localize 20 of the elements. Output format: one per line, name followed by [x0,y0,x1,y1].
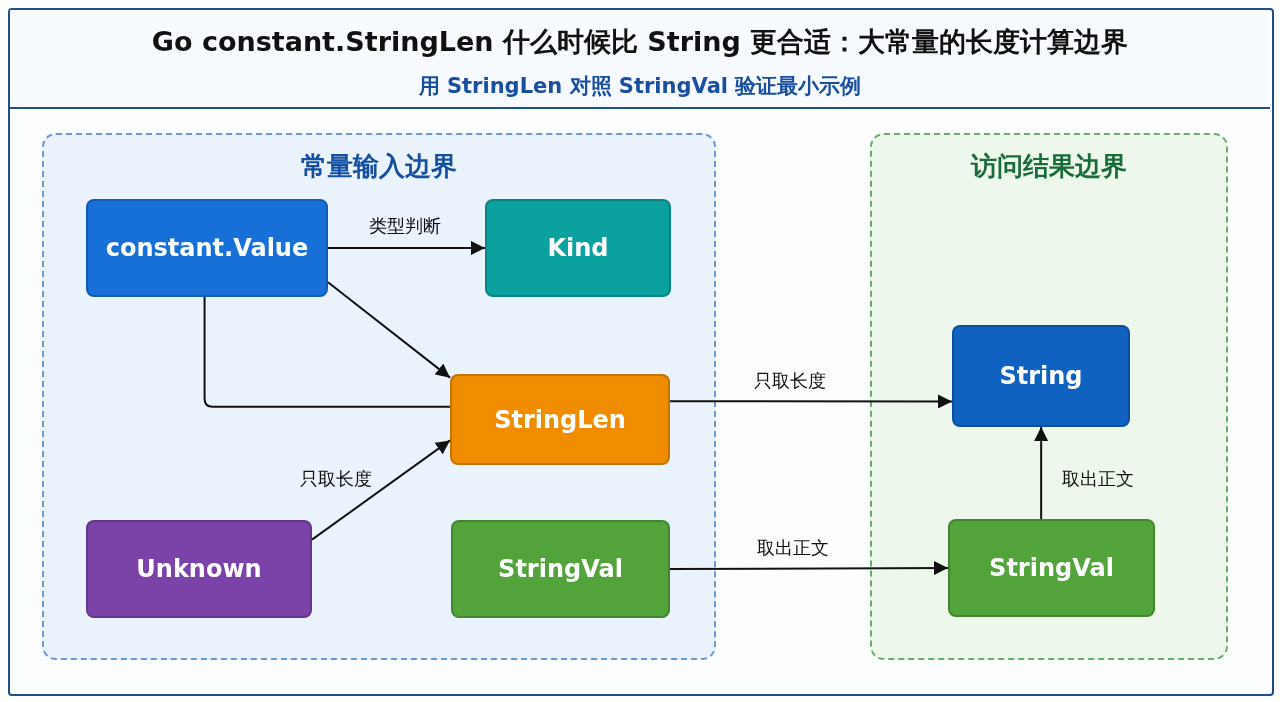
process-box: StringVal [451,520,670,618]
process-box: Kind [485,199,671,297]
process-box: StringLen [450,374,670,465]
arrow [327,281,451,379]
subtitle: 用 StringLen 对照 StringVal 验证最小示例 [417,73,863,100]
arrow [669,394,953,409]
process-box: String [952,325,1130,427]
connector-line [203,296,451,408]
panel-heading: 常量输入边界 [300,150,458,183]
process-box: Unknown [86,520,312,618]
arrow [1034,426,1049,520]
arrow [327,241,486,255]
process-box: constant.Value [86,199,328,297]
boundary-panel [870,133,1228,660]
arrow [669,561,949,576]
process-box: StringVal [948,519,1155,617]
title: Go constant.StringLen 什么时候比 String 更合适：大常量的长度计算边界 [150,25,1130,59]
arrow [311,439,451,541]
boundary-panel [42,133,716,660]
panel-heading: 访问结果边界 [969,150,1128,183]
